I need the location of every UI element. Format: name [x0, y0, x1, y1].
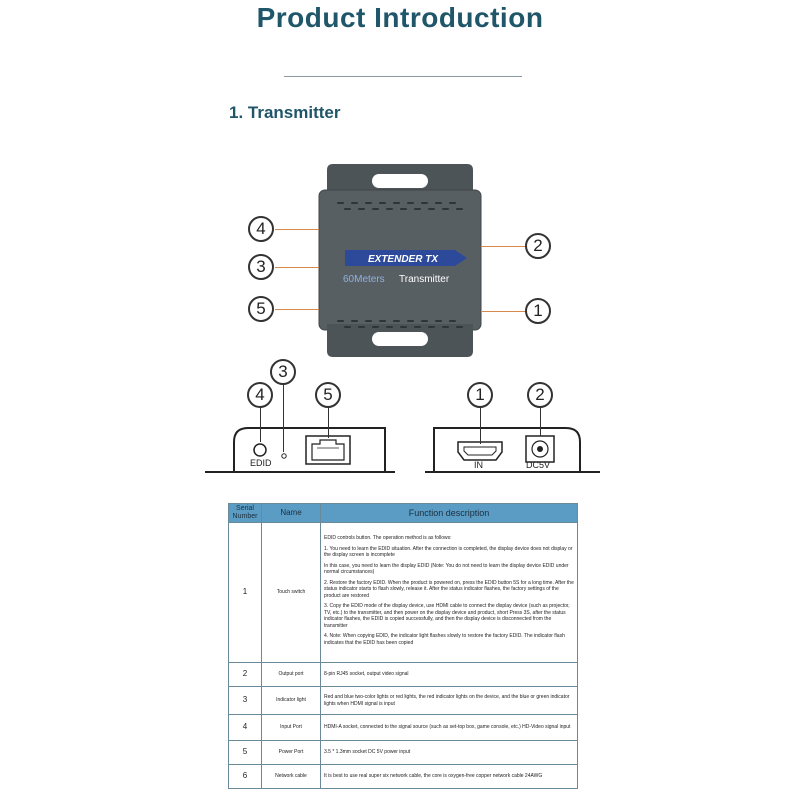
transmitter-device-image: EXTENDER TX 60Meters Transmitter [318, 164, 482, 357]
function-line: In this case, you need to learn the disp… [324, 562, 569, 576]
section-heading: 1. Transmitter [229, 103, 341, 122]
rj45-port-icon [305, 435, 351, 465]
row-function: 8-pin RJ45 socket, output video signal [320, 662, 578, 687]
row-number: 4 [228, 714, 262, 741]
row-number: 1 [228, 522, 262, 663]
leader-line-3 [275, 267, 319, 268]
header-serial: Serial Number [228, 503, 262, 523]
row-name: Power Port [261, 740, 321, 765]
dc5v-label: DC5V [526, 460, 551, 470]
row-number: 2 [228, 662, 262, 687]
right-port-panel [425, 427, 600, 473]
row-function: HDMI-A socket, connected to the signal s… [320, 714, 578, 741]
table-row: 3 Indicator light Red and blue two-color… [228, 686, 578, 715]
row-name: Input Port [261, 714, 321, 741]
function-line: 4. Note: When copying EDID, the indicato… [324, 633, 565, 646]
edid-label: EDID [250, 458, 272, 468]
dc-power-port-icon [525, 435, 555, 463]
header-function: Function description [320, 503, 578, 523]
spec-table: Serial Number Name Function description … [228, 503, 578, 789]
callout-5: 5 [248, 296, 274, 322]
row-function: Red and blue two-color lights or red lig… [320, 686, 578, 715]
row-name: Indicator light [261, 686, 321, 715]
callout-3-port: 3 [270, 359, 296, 385]
row-function: EDID controls button. The operation meth… [320, 522, 578, 663]
edid-button-icon [253, 443, 267, 457]
callout-2-port: 2 [527, 382, 553, 408]
leader-vline-1 [480, 406, 481, 444]
leader-line-5 [275, 309, 319, 310]
row-number: 6 [228, 764, 262, 789]
leader-line-1 [482, 311, 526, 312]
callout-4-port: 4 [247, 382, 273, 408]
device-role: Transmitter [399, 274, 450, 285]
title-divider [284, 76, 522, 77]
in-label: IN [474, 460, 483, 470]
callout-3: 3 [248, 254, 274, 280]
spec-table-header: Serial Number Name Function description [228, 503, 578, 523]
hdmi-port-icon [457, 441, 503, 461]
row-number: 5 [228, 740, 262, 765]
indicator-light-icon [281, 453, 287, 459]
header-name: Name [261, 503, 321, 523]
table-row: 1 Touch switch EDID controls button. The… [228, 522, 578, 663]
row-function: It is best to use real super six network… [320, 764, 578, 789]
callout-1: 1 [525, 298, 551, 324]
page-title: Product Introduction [256, 2, 544, 33]
function-line: 3. Copy the EDID mode of the display dev… [324, 603, 570, 629]
callout-4: 4 [248, 216, 274, 242]
row-function: 3.5 * 1.3mm socket DC 5V power input [320, 740, 578, 765]
leader-vline-5 [328, 406, 329, 438]
device-badge: EXTENDER TX [368, 254, 439, 265]
leader-vline-2 [540, 406, 541, 436]
table-row: 6 Network cable It is best to use real s… [228, 764, 578, 789]
vent-slots-top [337, 202, 463, 210]
function-line: 2. Restore the factory EDID. When the pr… [324, 579, 574, 599]
device-distance: 60Meters [343, 274, 385, 285]
leader-line-2 [482, 246, 526, 247]
row-name: Output port [261, 662, 321, 687]
left-port-panel [205, 427, 395, 473]
table-row: 4 Input Port HDMI-A socket, connected to… [228, 714, 578, 741]
callout-5-port: 5 [315, 382, 341, 408]
row-name: Touch switch [261, 522, 321, 663]
row-name: Network cable [261, 764, 321, 789]
leader-vline-3 [283, 382, 284, 452]
leader-line-4 [275, 229, 319, 230]
leader-vline-4 [260, 406, 261, 442]
table-row: 5 Power Port 3.5 * 1.3mm socket DC 5V po… [228, 740, 578, 765]
callout-1-port: 1 [467, 382, 493, 408]
table-row: 2 Output port 8-pin RJ45 socket, output … [228, 662, 578, 687]
function-line: 1. You need to learn the EDID situation.… [324, 545, 573, 559]
callout-2: 2 [525, 233, 551, 259]
function-line: EDID controls button. The operation meth… [324, 535, 452, 541]
row-number: 3 [228, 686, 262, 715]
